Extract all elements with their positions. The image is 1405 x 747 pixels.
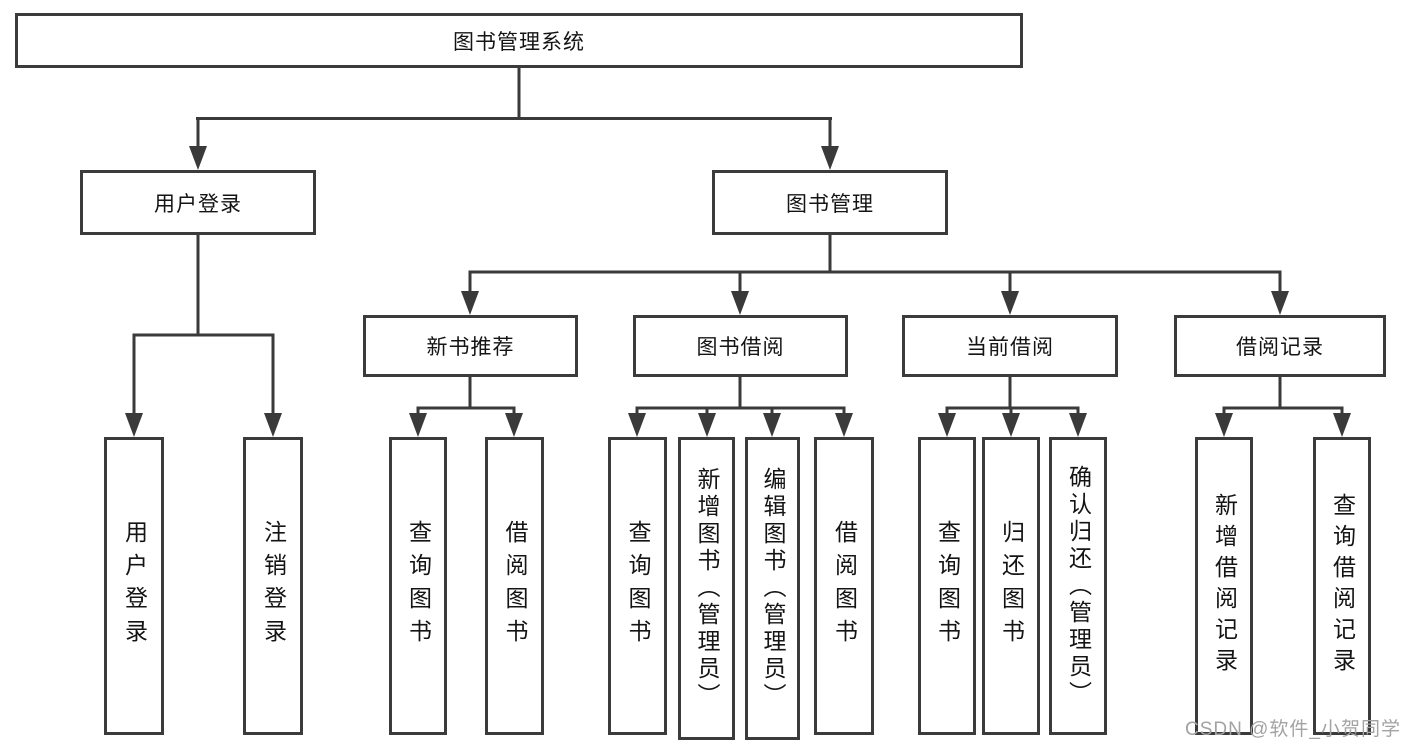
leaf-logout: 注销登录 xyxy=(243,437,303,735)
arrow-down-icon xyxy=(938,413,956,437)
arrow-down-icon xyxy=(461,291,479,315)
arrow-down-icon xyxy=(1271,291,1289,315)
node-user-login: 用户登录 xyxy=(80,170,316,235)
connector-user-login-branch xyxy=(132,235,275,417)
csdn-watermark: CSDN @软件_小贺同学 xyxy=(1185,719,1401,740)
arrow-down-icon xyxy=(1002,413,1020,437)
arrow-down-icon xyxy=(731,291,749,315)
node-borrow-records-label: 借阅记录 xyxy=(1236,336,1324,359)
leaf-return-book: 归还图书 xyxy=(982,437,1040,735)
leaf-add-borrow-record: 新增借阅记录 xyxy=(1195,437,1253,735)
leaf-add-borrow-record-label: 新增借阅记录 xyxy=(1211,493,1238,679)
arrow-down-icon xyxy=(1069,413,1087,437)
leaf-edit-book-admin: 编辑图书（管理员） xyxy=(745,437,800,740)
leaf-borrow-book-2: 借阅图书 xyxy=(814,437,874,735)
connector-new-book-branch xyxy=(416,377,516,416)
arrow-down-icon xyxy=(821,146,839,170)
node-book-borrow: 图书借阅 xyxy=(633,315,848,377)
arrow-down-icon xyxy=(264,413,282,437)
node-book-management: 图书管理 xyxy=(712,170,948,235)
node-new-book-recommend: 新书推荐 xyxy=(363,315,578,377)
arrow-down-icon xyxy=(698,413,716,437)
node-borrow-records: 借阅记录 xyxy=(1174,315,1386,377)
node-current-borrow: 当前借阅 xyxy=(902,315,1118,377)
node-book-management-label: 图书管理 xyxy=(786,192,874,216)
node-current-borrow-label: 当前借阅 xyxy=(966,336,1054,359)
leaf-logout-label: 注销登录 xyxy=(260,520,287,652)
arrow-down-icon xyxy=(763,413,781,437)
arrow-down-icon xyxy=(189,146,207,170)
leaf-borrow-book-1: 借阅图书 xyxy=(485,437,544,735)
leaf-query-book-2: 查询图书 xyxy=(608,437,667,735)
node-user-login-label: 用户登录 xyxy=(154,192,242,216)
arrow-down-icon xyxy=(1001,291,1019,315)
arrow-down-icon xyxy=(1333,413,1351,437)
leaf-confirm-return-admin: 确认归还（管理员） xyxy=(1049,437,1107,735)
arrow-down-icon xyxy=(835,413,853,437)
arrow-heads xyxy=(125,146,1351,437)
node-root: 图书管理系统 xyxy=(15,13,1023,68)
leaf-borrow-book-1-label: 借阅图书 xyxy=(502,520,528,652)
leaf-query-borrow-record-label: 查询借阅记录 xyxy=(1329,493,1356,679)
connector-current-borrow-branch xyxy=(945,377,1080,416)
leaf-user-login: 用户登录 xyxy=(104,437,164,735)
arrow-down-icon xyxy=(505,413,523,437)
connector-borrow-record-branch xyxy=(1222,377,1344,416)
leaf-user-login-label: 用户登录 xyxy=(121,520,148,652)
connector-book-management-branch xyxy=(468,235,1282,295)
leaf-edit-book-admin-label: 编辑图书（管理员） xyxy=(760,467,786,710)
leaf-query-book-2-label: 查询图书 xyxy=(625,520,651,652)
arrow-down-icon xyxy=(409,413,427,437)
node-book-borrow-label: 图书借阅 xyxy=(696,336,785,359)
leaf-return-book-label: 归还图书 xyxy=(998,520,1025,652)
leaf-confirm-return-admin-label: 确认归还（管理员） xyxy=(1065,464,1092,708)
node-new-book-recommend-label: 新书推荐 xyxy=(426,336,515,359)
arrow-down-icon xyxy=(1215,413,1233,437)
leaf-query-book-3: 查询图书 xyxy=(918,437,976,735)
leaf-add-book-admin-label: 新增图书（管理员） xyxy=(694,467,720,710)
arrow-down-icon xyxy=(628,413,646,437)
leaf-query-book-1-label: 查询图书 xyxy=(405,520,432,652)
arrow-down-icon xyxy=(125,413,143,437)
leaf-borrow-book-2-label: 借阅图书 xyxy=(831,520,858,652)
connector-root-branch xyxy=(196,68,832,150)
connector-book-borrow-branch xyxy=(635,377,846,416)
leaf-query-borrow-record: 查询借阅记录 xyxy=(1313,437,1371,735)
node-root-label: 图书管理系统 xyxy=(453,30,585,54)
leaf-query-book-1: 查询图书 xyxy=(389,437,447,735)
leaf-query-book-3-label: 查询图书 xyxy=(934,520,961,652)
leaf-add-book-admin: 新增图书（管理员） xyxy=(678,437,735,740)
